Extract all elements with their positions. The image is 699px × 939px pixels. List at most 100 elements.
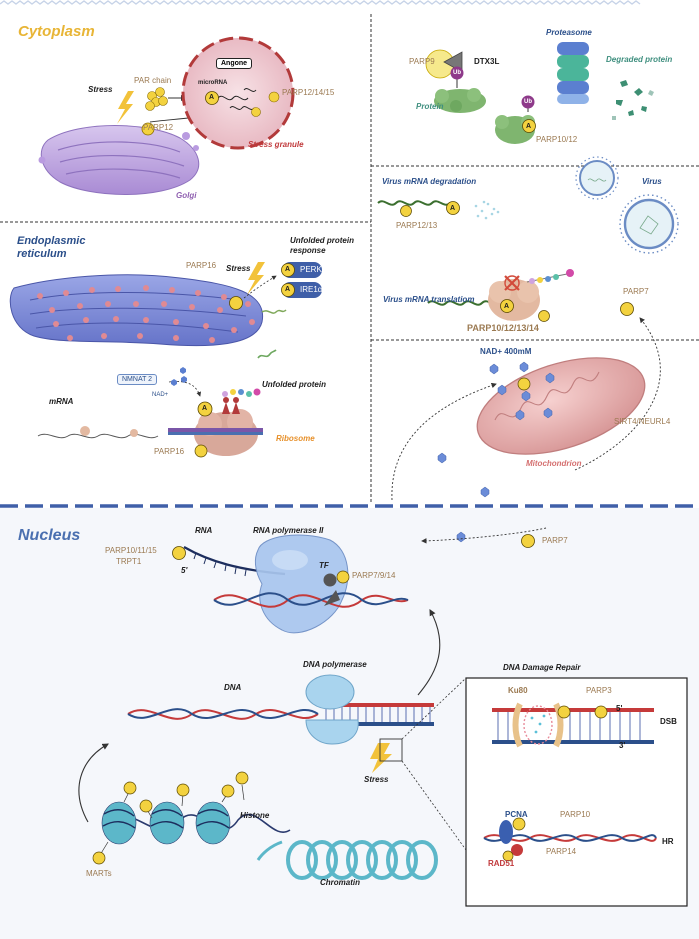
er-nascent-peptide: [222, 388, 261, 397]
nad-molecules-er: [171, 367, 187, 386]
virus-mrna-marker-letter: A: [450, 205, 456, 212]
viral-ribosome-parp-marker: [538, 310, 550, 322]
rad51-label: RAD51: [488, 859, 515, 868]
proteasome-label: Proteasome: [546, 28, 592, 37]
virus-large: [619, 194, 679, 254]
replicated-dna-blue: [318, 722, 434, 726]
nucleosome-2: [149, 801, 185, 845]
microrna-label: microRNA: [198, 80, 228, 86]
mrna-label: mRNA: [49, 397, 74, 406]
top-border: [0, 0, 641, 5]
rna-pol2-label: RNA polymerase II: [253, 526, 324, 535]
golgi-label: Golgi: [176, 191, 197, 200]
nucleosome-3: [195, 801, 231, 845]
nmnat2-box: NMNAT 2: [117, 374, 158, 385]
parp7-9-14-label: PARP7/9/14: [352, 571, 396, 580]
stress-granule: [181, 36, 295, 150]
virus-mrna-parp-marker: [400, 205, 412, 217]
parp7-virus-label: PARP7: [623, 287, 649, 296]
rna-strand-ticks: [193, 552, 247, 577]
chromatin-label: Chromatin: [320, 878, 360, 887]
transcribed-dna: [213, 592, 409, 608]
parp7-nucleus-label: PARP7: [542, 536, 568, 545]
er-ribosome-marker-letter: A: [202, 405, 208, 412]
marts-label: MARTs: [86, 869, 112, 878]
endoplasmic-reticulum: [9, 274, 264, 347]
ire1a-label: IRE1α: [300, 285, 323, 294]
degraded-protein-fragments: [612, 80, 654, 120]
mrna-fragments: [474, 200, 500, 220]
stress-zoom-box: [379, 738, 403, 762]
er-ribosome: [168, 397, 263, 456]
golgi-parp-marker: [141, 122, 155, 136]
dna-repair-title: DNA Damage Repair: [503, 663, 581, 672]
dna-label: DNA: [224, 683, 242, 692]
ku80-label: Ku80: [508, 686, 528, 695]
viral-ribosome-a-marker: [500, 299, 514, 313]
unfolded-protein-label: Unfolded protein: [262, 380, 326, 389]
parp10-12-marker-letter: A: [526, 123, 532, 130]
hr-complex: [499, 817, 526, 862]
er-parp16-marker: [229, 296, 243, 310]
angone-box: Angone: [216, 58, 253, 69]
receptor-tail: [261, 309, 287, 314]
dna-repair-panel: [465, 677, 688, 907]
pcna-label: PCNA: [505, 810, 528, 819]
sirt4-neurl4-label: SIRT4/NEURL4: [614, 417, 671, 426]
hr-dna: [483, 834, 657, 842]
degraded-protein-label: Degraded protein: [606, 55, 673, 64]
er-mrna-strand: [37, 433, 159, 439]
hr-label: HR: [662, 837, 674, 846]
arrow-mito-to-parp7: [574, 317, 661, 471]
protein-label: Protein: [416, 102, 444, 111]
cytoplasm-title: Cytoplasm: [18, 23, 95, 40]
virus-mrna-translation-label: Virus mRNA translatiom: [383, 295, 475, 304]
perk-receptor: [281, 262, 322, 278]
histone-parp-markers: [92, 771, 249, 865]
parp9-label: PARP9: [409, 57, 435, 66]
dtx3l-label: DTX3L: [474, 57, 500, 66]
granule-marker-letter: A: [209, 94, 215, 101]
parp7-marker-nucleus: [521, 534, 535, 548]
nad-er-label: NAD+: [152, 392, 169, 398]
nucleus-stress-label: Stress: [364, 775, 389, 784]
replicating-dna: [127, 708, 319, 720]
stress-bolt-cyto: [117, 91, 134, 124]
arrow-histone-to-dna: [78, 743, 109, 823]
virus-mrna-a-marker: [446, 201, 460, 215]
golgi: [38, 125, 200, 195]
dsb-parp3-marker: [557, 705, 571, 719]
er-parp16-label: PARP16: [186, 261, 217, 270]
er-mrna-ribosomes: [80, 426, 138, 437]
ub-label-2: Ub: [524, 99, 532, 105]
parp7-marker-virus: [620, 302, 634, 316]
stress-granule-label: Stress granule: [248, 140, 304, 149]
dsb-five-prime-label: 5': [616, 704, 623, 713]
cyto-stress-label: Stress: [88, 85, 113, 94]
parp9-dtx3l-complex: [425, 49, 464, 88]
par-chain: [145, 87, 168, 111]
mito-parp-marker: [517, 377, 531, 391]
dsb-parp-marker-2: [594, 705, 608, 719]
parp10-repair-label: PARP10: [560, 810, 591, 819]
rna-parp-marker: [172, 546, 186, 560]
par-chain-label: PAR chain: [134, 76, 172, 85]
nucleus-title: Nucleus: [18, 527, 81, 544]
perk-marker-letter: A: [285, 266, 291, 273]
ub-label-1: Ub: [453, 70, 461, 76]
parp10-11-15-label: PARP10/11/15: [105, 546, 157, 555]
dna-polymerase: [305, 674, 359, 745]
virus-small: [575, 156, 619, 200]
arrow-nmnat: [168, 381, 202, 397]
dsb-label: DSB: [660, 717, 677, 726]
parp10-12-label: PARP10/12: [536, 135, 578, 144]
er-ribosome-parp-marker: [194, 444, 208, 458]
parp10-12-protein: [495, 95, 536, 144]
tf-label: TF: [319, 561, 329, 570]
parp3-label: PARP3: [586, 686, 612, 695]
parp10-12-13-14-label: PARP10/12/13/14: [467, 323, 539, 333]
er-parp16-label-2: PARP16: [154, 447, 185, 456]
mitochondrion-label: Mitochondrion: [526, 459, 582, 468]
